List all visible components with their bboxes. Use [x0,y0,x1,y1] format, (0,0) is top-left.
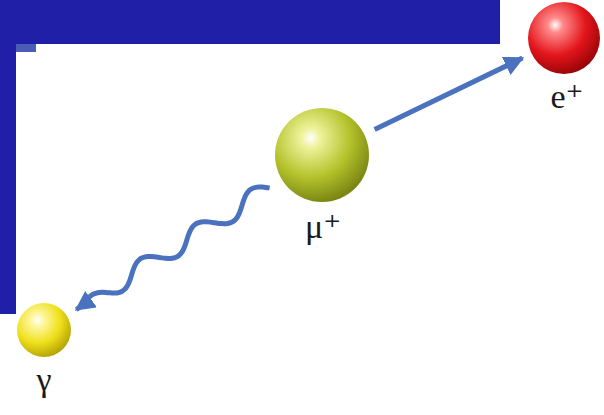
particle-track [375,58,523,129]
particle-node: γ [15,302,73,400]
particle-symbol: μ⁺ [275,208,371,245]
photon-wave [76,187,269,310]
particle-sphere [15,302,73,358]
sphere [528,2,600,74]
particle-sphere [273,107,371,203]
sphere [17,303,71,357]
side-bar [0,44,16,314]
title-bar [0,0,500,44]
particle-sphere [526,1,602,75]
bar-shade [16,44,36,52]
sphere [275,108,369,202]
particle-node: μ⁺ [273,107,371,247]
particle-symbol: e⁺ [532,78,602,115]
particle-node: e⁺ [526,1,602,117]
particle-symbol: γ [15,361,73,398]
